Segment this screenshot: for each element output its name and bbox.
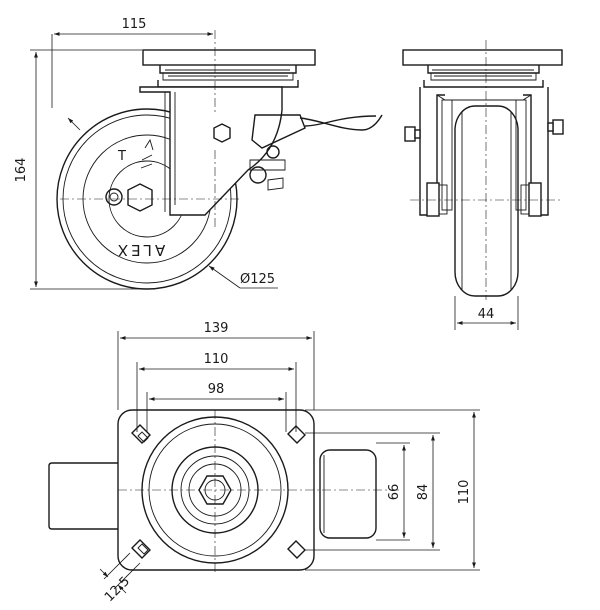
logo-text: ALEX bbox=[115, 241, 165, 259]
top-view: 139 110 98 66 84 110 12.5 bbox=[48, 321, 480, 605]
mount-slot-bottom-left bbox=[131, 539, 151, 559]
dim-diameter-label: Ø125 bbox=[240, 272, 275, 287]
dim-98-label: 98 bbox=[208, 382, 225, 397]
top-wheel-edge bbox=[319, 449, 377, 539]
side-fork bbox=[139, 86, 283, 216]
dim-115-label: 115 bbox=[122, 17, 147, 32]
front-top-plate bbox=[402, 49, 563, 66]
dim-44-label: 44 bbox=[478, 307, 495, 322]
dim-110-horizontal-label: 110 bbox=[204, 352, 229, 367]
front-view: 44 bbox=[402, 40, 564, 330]
mount-slot-top-right bbox=[287, 425, 306, 444]
side-view: ALEX T 115 bbox=[14, 17, 383, 290]
front-axle-nut-right bbox=[528, 182, 542, 217]
dim-139-label: 139 bbox=[204, 321, 229, 336]
dim-164-label: 164 bbox=[14, 158, 29, 183]
front-axle-nut-left bbox=[426, 182, 440, 217]
dim-66-label: 66 bbox=[387, 484, 402, 501]
fork-hex-bolt-icon bbox=[213, 123, 231, 143]
brake-mechanism bbox=[249, 114, 383, 191]
letter-t: T bbox=[117, 149, 126, 164]
dim-84-label: 84 bbox=[416, 484, 431, 501]
side-top-plate bbox=[142, 49, 316, 66]
brake-pedal bbox=[48, 462, 118, 530]
axle-nut-icon bbox=[127, 183, 153, 212]
front-wheel bbox=[454, 105, 519, 297]
dim-12-5-label: 12.5 bbox=[102, 574, 133, 605]
dim-110-vertical-label: 110 bbox=[457, 480, 472, 505]
